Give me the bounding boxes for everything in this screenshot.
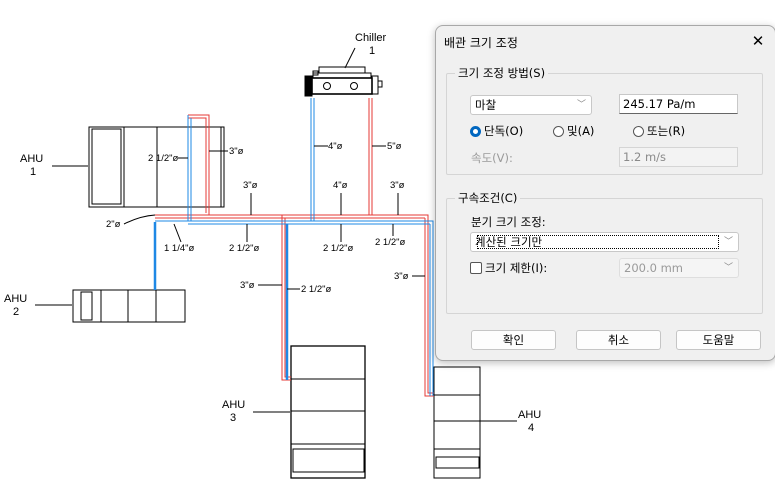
size-ahu1-return: 3"ø xyxy=(229,146,244,157)
close-icon[interactable]: ✕ xyxy=(751,32,765,50)
restrict-size-checkbox[interactable]: 크기 제한(I): xyxy=(470,260,547,276)
sizing-method-label: 크기 조정 방법(S) xyxy=(455,65,549,81)
restrict-size-label: 크기 제한(I): xyxy=(485,261,548,275)
chevron-down-icon: ﹀ xyxy=(723,237,733,247)
size-chiller-return: 5"ø xyxy=(387,141,402,152)
ahu3-equipment[interactable] xyxy=(290,345,366,479)
help-button[interactable]: 도움말 xyxy=(676,330,761,350)
branch-sizing-select[interactable]: 계산된 크기만 ﹀ xyxy=(470,232,739,252)
radio-and[interactable]: 및(A) xyxy=(553,123,594,139)
ahu2-label-name: AHU xyxy=(4,293,27,305)
size-ahu1-branch: 2"ø xyxy=(106,219,121,230)
size-main-blue-2: 2 1/2"ø xyxy=(323,243,354,254)
method-selected: 마찰 xyxy=(475,98,497,112)
ahu4-equipment[interactable] xyxy=(433,366,481,479)
constraints-group: 구속조건(C) xyxy=(446,190,763,314)
method-select[interactable]: 마찰 ﹀ xyxy=(470,95,592,115)
supply-piping[interactable] xyxy=(153,98,434,396)
ahu3-label-name: AHU xyxy=(222,399,245,411)
ahu1-label-name: AHU xyxy=(20,153,43,165)
chiller-label-name: Chiller xyxy=(355,32,387,44)
radio-only[interactable]: 단독(O) xyxy=(470,123,523,139)
restrict-size-select[interactable]: 200.0 mm ﹀ xyxy=(619,258,739,278)
ahu3-label-number: 3 xyxy=(230,412,236,424)
size-main-red-3: 3"ø xyxy=(390,180,405,191)
pipe-sizing-dialog: 배관 크기 조정 ✕ 크기 조정 방법(S) 마찰 ﹀ 245.17 Pa/m … xyxy=(435,25,775,361)
chiller-equipment[interactable] xyxy=(304,66,383,97)
radio-and-button[interactable] xyxy=(553,125,564,137)
radio-or[interactable]: 또는(R) xyxy=(633,123,685,139)
constraints-label: 구속조건(C) xyxy=(455,190,521,206)
restrict-size-value: 200.0 mm xyxy=(624,261,683,275)
ahu1-equipment[interactable] xyxy=(88,126,225,208)
branch-sizing-label: 분기 크기 조정: xyxy=(471,215,546,229)
radio-and-label: 및(A) xyxy=(567,124,595,138)
radio-or-label: 또는(R) xyxy=(647,124,686,138)
size-main-red-1: 3"ø xyxy=(243,180,258,191)
chiller-leader xyxy=(344,47,356,69)
radio-or-button[interactable] xyxy=(633,125,644,137)
chevron-down-icon: ﹀ xyxy=(723,263,733,273)
radio-only-label: 단독(O) xyxy=(484,124,524,138)
size-chiller-supply: 4"ø xyxy=(328,141,343,152)
size-ahu2-branch: 1 1/4"ø xyxy=(164,243,195,254)
pipe-size-labels: 4"ø 5"ø 2 1/2"ø 3"ø 2"ø 3"ø 4"ø 3"ø 1 1/… xyxy=(106,141,425,295)
friction-input[interactable]: 245.17 Pa/m xyxy=(619,94,738,114)
cancel-button[interactable]: 취소 xyxy=(576,330,661,350)
branch-sizing-selected: 계산된 크기만 xyxy=(475,233,721,251)
size-ahu1-supply: 2 1/2"ø xyxy=(148,153,179,164)
size-ahu3-supply: 2 1/2"ø xyxy=(301,284,332,295)
size-main-red-2: 4"ø xyxy=(333,180,348,191)
radio-only-button[interactable] xyxy=(470,125,481,137)
chevron-down-icon: ﹀ xyxy=(576,100,586,110)
ahu2-equipment[interactable] xyxy=(72,289,186,323)
ahu2-label-number: 2 xyxy=(13,306,19,318)
ahu4-label-number: 4 xyxy=(528,422,534,434)
velocity-label: 속도(V): xyxy=(471,151,513,165)
velocity-input[interactable]: 1.2 m/s xyxy=(619,147,738,167)
size-ahu3-return: 3"ø xyxy=(240,280,255,291)
chiller-label-number: 1 xyxy=(369,45,375,57)
size-ahu4-return: 3"ø xyxy=(394,271,409,282)
size-main-blue-3: 2 1/2"ø xyxy=(375,237,406,248)
ahu4-label-name: AHU xyxy=(518,409,541,421)
size-main-blue-1: 2 1/2"ø xyxy=(229,243,260,254)
sizing-method-group: 크기 조정 방법(S) xyxy=(446,65,763,175)
ahu1-label-number: 1 xyxy=(30,166,36,178)
dialog-title: 배관 크기 조정 xyxy=(444,36,518,50)
checkbox-box[interactable] xyxy=(470,262,482,274)
ok-button[interactable]: 확인 xyxy=(471,330,556,350)
